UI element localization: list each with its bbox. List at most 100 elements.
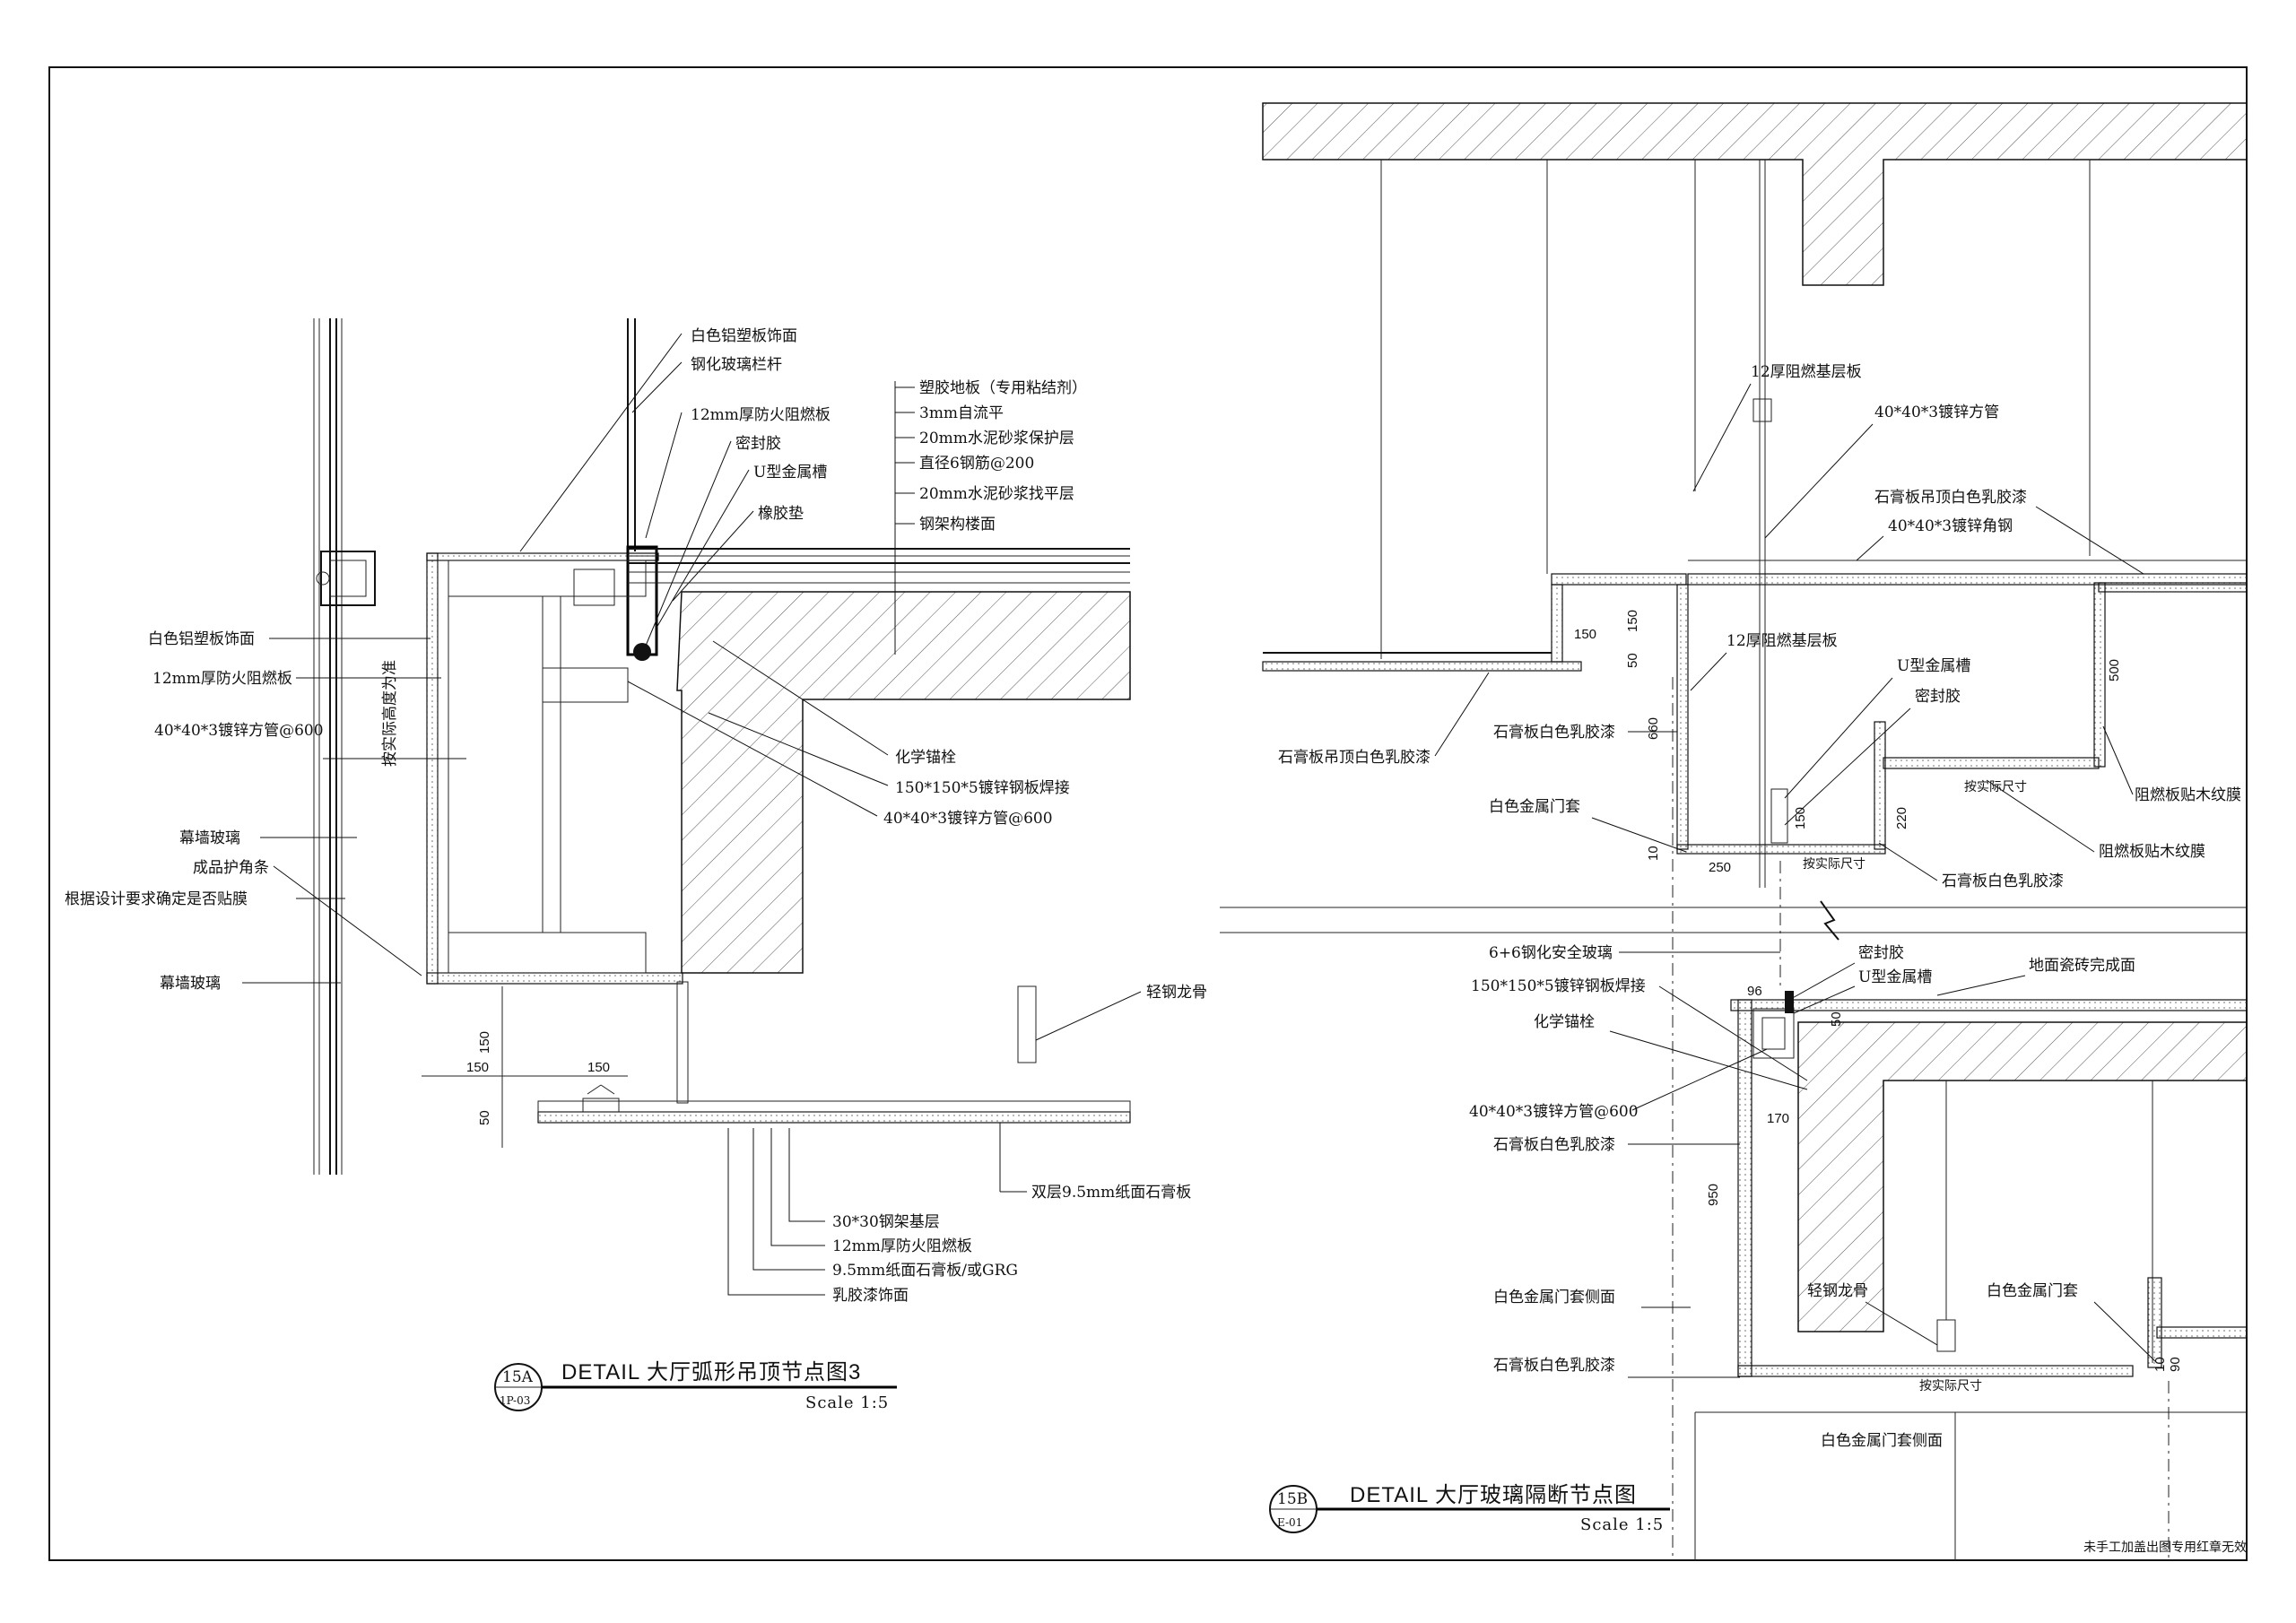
dim-b-50: 50 xyxy=(1625,653,1640,668)
label-u-channel-top: U型金属槽 xyxy=(1897,657,1970,675)
label-tube-40-bot: 40*40*3镀锌方管@600 xyxy=(1469,1103,1639,1121)
dim-b-150a: 150 xyxy=(1574,627,1596,642)
label-glass-rail: 钢化玻璃栏杆 xyxy=(691,356,782,374)
ceiling-board xyxy=(537,981,1131,1124)
detail-15b-dimensions: 150 150 50 660 10 250 150 220 500 96 50 … xyxy=(1574,610,2183,1393)
label-plate-150-b: 150*150*5镀锌钢板焊接 xyxy=(1471,977,1646,995)
upper-ceiling xyxy=(1262,560,2248,855)
dim-b-10b: 10 xyxy=(2152,1357,2168,1372)
detail-15b-title-text: DETAIL 大厅玻璃隔断节点图 xyxy=(1350,1483,1637,1507)
label-chem-anchor-b: 化学锚栓 xyxy=(1534,1013,1595,1031)
label-tube-40-left: 40*40*3镀锌方管@600 xyxy=(154,722,324,740)
label-gyp-latex-3: 石膏板白色乳胶漆 xyxy=(1493,1135,1615,1154)
dim-b-90: 90 xyxy=(2168,1357,2183,1372)
lower-frame xyxy=(1730,991,2248,1377)
label-gyp-grg: 9.5mm纸面石膏板/或GRG xyxy=(832,1261,1018,1280)
label-sealant: 密封胶 xyxy=(735,435,781,453)
dim-b-950: 950 xyxy=(1706,1184,1721,1206)
label-white-door-frame-2: 白色金属门套 xyxy=(1987,1282,2078,1300)
sheet-border xyxy=(48,66,2248,1561)
dim-b-150c: 150 xyxy=(1793,807,1808,829)
label-curtain-glass-2: 幕墙玻璃 xyxy=(160,975,221,993)
door-frame-side xyxy=(1694,1411,2247,1560)
label-fire-base-top: 12厚阻燃基层板 xyxy=(1751,363,1862,381)
dim-b-250: 250 xyxy=(1709,860,1731,875)
detail-15a-title-text: DETAIL 大厅弧形吊顶节点图3 xyxy=(561,1360,861,1384)
label-rubber-pad: 橡胶垫 xyxy=(758,505,804,523)
dim-50: 50 xyxy=(477,1110,492,1125)
label-gyp-ceiling-latex-l: 石膏板吊顶白色乳胶漆 xyxy=(1278,748,1431,767)
label-white-alu-top: 白色铝塑板饰面 xyxy=(691,327,797,345)
vertical-note: 按实际高度为准 xyxy=(381,660,399,767)
concrete-slab xyxy=(676,591,1131,974)
label-wood-film-2: 阻燃板贴木纹膜 xyxy=(2099,843,2205,861)
dim-b-500: 500 xyxy=(2107,659,2122,681)
detail-tag-15a: 15A xyxy=(502,1368,534,1386)
label-curtain-glass-1: 幕墙玻璃 xyxy=(179,829,240,847)
label-wood-film-1: 阻燃板贴木纹膜 xyxy=(2135,786,2241,804)
detail-15a-labels: 白色铝塑板饰面 钢化玻璃栏杆 12mm厚防火阻燃板 密封胶 U型金属槽 橡胶垫 … xyxy=(65,327,1207,1305)
label-self-level: 3mm自流平 xyxy=(919,404,1004,422)
detail-15a-title: 15A 1P-03 DETAIL 大厅弧形吊顶节点图3 Scale 1:5 xyxy=(494,1360,897,1412)
label-tube-40-top: 40*40*3镀锌方管 xyxy=(1874,404,1999,421)
dim-150-a: 150 xyxy=(466,1060,489,1075)
label-angle-40: 40*40*3镀锌角钢 xyxy=(1888,517,2013,535)
label-steel-30: 30*30钢架基层 xyxy=(832,1213,940,1231)
dim-150-b: 150 xyxy=(587,1060,610,1075)
label-corner-strip: 成品护角条 xyxy=(193,859,269,877)
detail-15b: 150 150 50 660 10 250 150 220 500 96 50 … xyxy=(1220,102,2248,1560)
label-gyp-ceiling-latex-r: 石膏板吊顶白色乳胶漆 xyxy=(1874,488,2027,507)
detail-15b-labels: 12厚阻燃基层板 40*40*3镀锌方管 石膏板吊顶白色乳胶漆 40*40*3镀… xyxy=(1278,363,2241,1450)
label-u-channel-bot: U型金属槽 xyxy=(1858,968,1932,986)
break-line xyxy=(1220,861,2247,991)
label-fire-board-bot: 12mm厚防火阻燃板 xyxy=(832,1237,972,1255)
label-fire-board-12-top: 12mm厚防火阻燃板 xyxy=(691,406,831,424)
dim-b-150b: 150 xyxy=(1625,610,1640,632)
top-slab xyxy=(1262,102,2248,286)
label-light-keel-b: 轻钢龙骨 xyxy=(1807,1282,1868,1300)
detail-15a-dimensions: 150 150 150 50 按实际高度为准 xyxy=(381,660,628,1148)
label-sealant-bot: 密封胶 xyxy=(1858,944,1904,962)
label-mortar-protect: 20mm水泥砂浆保护层 xyxy=(919,430,1074,447)
bulkhead-box xyxy=(426,552,683,985)
lower-slab xyxy=(1797,1021,2248,1332)
detail-15a-scale: Scale 1:5 xyxy=(805,1393,889,1412)
actual-size-1: 按实际尺寸 xyxy=(1964,780,2027,794)
label-double-gyp: 双层9.5mm纸面石膏板 xyxy=(1031,1183,1191,1202)
detail-ref-15b: E-01 xyxy=(1277,1516,1302,1529)
label-u-channel: U型金属槽 xyxy=(753,464,827,482)
label-tube-40-right: 40*40*3镀锌方管@600 xyxy=(883,810,1053,828)
dim-b-660: 660 xyxy=(1646,717,1661,740)
dim-b-96: 96 xyxy=(1747,984,1762,999)
dim-b-170: 170 xyxy=(1767,1111,1789,1126)
label-white-alu-left: 白色铝塑板饰面 xyxy=(148,630,255,648)
dim-b-10: 10 xyxy=(1646,846,1661,861)
label-mortar-level: 20mm水泥砂浆找平层 xyxy=(919,485,1074,503)
actual-size-3: 按实际尺寸 xyxy=(1919,1379,1982,1393)
label-door-side-1: 白色金属门套侧面 xyxy=(1493,1289,1615,1306)
label-door-side-2: 白色金属门套侧面 xyxy=(1821,1432,1943,1450)
dim-b-220: 220 xyxy=(1894,807,1909,829)
label-plate-150: 150*150*5镀锌钢板焊接 xyxy=(895,779,1070,797)
label-floor-tile: 地面瓷砖完成面 xyxy=(2029,957,2135,975)
actual-size-2: 按实际尺寸 xyxy=(1803,857,1866,872)
glass-rail xyxy=(626,318,658,661)
detail-15b-scale: Scale 1:5 xyxy=(1580,1515,1664,1534)
detail-ref-15a: 1P-03 xyxy=(500,1394,530,1407)
label-light-keel: 轻钢龙骨 xyxy=(1146,984,1207,1002)
label-steel-floor: 钢架构楼面 xyxy=(919,516,996,534)
hangers-top xyxy=(1380,160,2091,888)
detail-15b-title: 15B E-01 DETAIL 大厅玻璃隔断节点图 Scale 1:5 xyxy=(1269,1483,1670,1534)
label-latex-finish: 乳胶漆饰面 xyxy=(832,1287,909,1305)
label-sealant-top: 密封胶 xyxy=(1915,688,1961,706)
label-gyp-latex-4: 石膏板白色乳胶漆 xyxy=(1493,1356,1615,1375)
detail-15a: 150 150 150 50 按实际高度为准 白色铝塑板饰面 钢化玻璃栏杆 12… xyxy=(65,318,1207,1412)
label-fire-board-left: 12mm厚防火阻燃板 xyxy=(152,670,292,688)
stamp-note: 未手工加盖出图专用红章无效 xyxy=(2083,1540,2247,1555)
label-gyp-latex-1: 石膏板白色乳胶漆 xyxy=(1493,723,1615,742)
label-rebar: 直径6钢筋@200 xyxy=(919,455,1034,473)
label-gyp-latex-2: 石膏板白色乳胶漆 xyxy=(1942,872,2064,890)
detail-tag-15b: 15B xyxy=(1277,1490,1308,1508)
dim-b-50b: 50 xyxy=(1829,1011,1844,1027)
label-fire-base-mid: 12厚阻燃基层板 xyxy=(1726,632,1838,650)
